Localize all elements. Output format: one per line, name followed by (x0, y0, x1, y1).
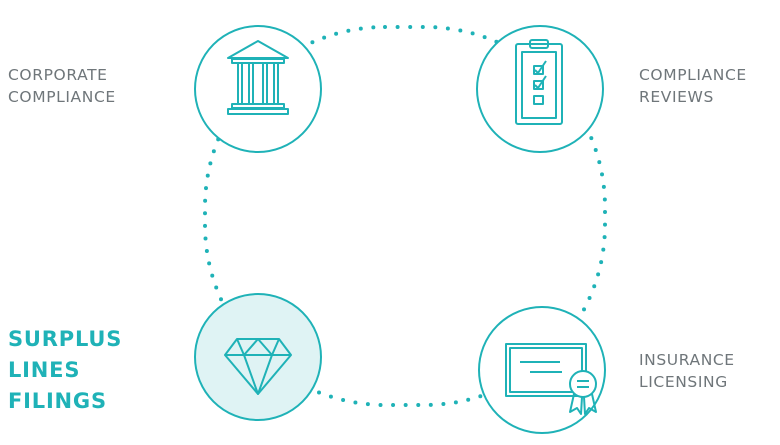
node-surplus-lines-filings[interactable] (194, 293, 322, 421)
label-line: LINES (8, 358, 81, 382)
label-line: FILINGS (8, 389, 107, 413)
label-line: REVIEWS (639, 88, 714, 106)
label-line: INSURANCE (639, 351, 735, 369)
label-line: COMPLIANCE (639, 66, 747, 84)
node-insurance-licensing[interactable] (478, 306, 606, 434)
clipboard-checklist-icon (515, 39, 563, 125)
label-compliance-reviews: COMPLIANCE REVIEWS (639, 64, 747, 108)
node-compliance-reviews[interactable] (476, 25, 604, 153)
label-line: COMPLIANCE (8, 88, 116, 106)
certificate-icon (505, 343, 597, 415)
bank-building-icon (227, 40, 289, 115)
label-line: SURPLUS (8, 327, 123, 351)
diamond-icon (224, 338, 292, 395)
label-line: LICENSING (639, 373, 728, 391)
dotted-connector-ring (203, 25, 607, 407)
node-corporate-compliance[interactable] (194, 25, 322, 153)
label-line: CORPORATE (8, 66, 108, 84)
label-corporate-compliance: CORPORATE COMPLIANCE (8, 64, 116, 108)
label-surplus-lines-filings: SURPLUS LINES FILINGS (8, 324, 122, 417)
label-insurance-licensing: INSURANCE LICENSING (639, 349, 735, 393)
